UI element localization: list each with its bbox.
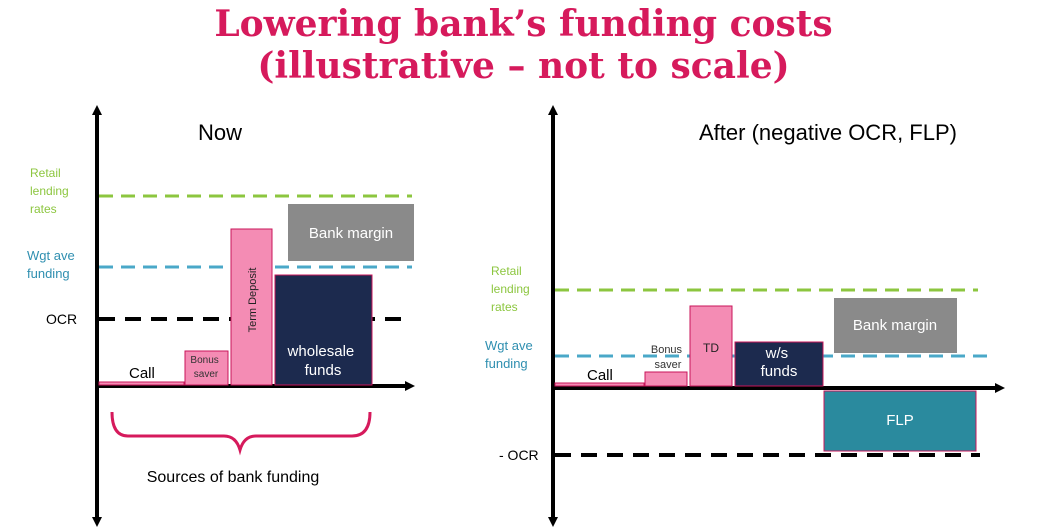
after-bank-margin-label: Bank margin (853, 317, 937, 334)
after-call-label: Call (587, 367, 613, 384)
after-panel: After (negative OCR, FLP) Retail lending… (485, 105, 1005, 527)
svg-text:Bonus saver: Bonus saver (651, 344, 685, 371)
now-bank-margin-label: Bank margin (309, 225, 393, 242)
after-ws-label-2: funds (761, 363, 798, 380)
svg-text:w/s funds: w/s funds (761, 345, 798, 380)
svg-text:Wgt ave funding: Wgt ave funding (27, 248, 78, 281)
after-call-bar (554, 382, 645, 387)
now-wgt-label-2: funding (27, 266, 70, 281)
after-retail-label-1: Retail (491, 264, 522, 278)
page-subtitle: (illustrative – not to scale) (257, 45, 790, 87)
after-wgt-label-2: funding (485, 356, 528, 371)
now-term-deposit-label: Term Deposit (247, 268, 259, 333)
now-ocr-label: OCR (46, 311, 77, 327)
now-sources-brace (110, 411, 372, 456)
now-retail-label-3: rates (30, 202, 57, 216)
now-bonus-label-1: Bonus (190, 355, 218, 366)
after-ws-label-1: w/s (765, 345, 789, 362)
after-bonus-saver-bar (644, 371, 688, 387)
after-retail-label-3: rates (491, 300, 518, 314)
now-bonus-saver-bar (184, 350, 229, 386)
after-wgt-label-1: Wgt ave (485, 338, 533, 353)
now-panel: Now Retail lending rates Wgt ave funding… (27, 105, 415, 527)
page-title: Lowering bank’s funding costs (214, 3, 833, 45)
now-heading: Now (198, 120, 242, 145)
now-bonus-label-2: saver (194, 369, 219, 380)
now-wgt-label-1: Wgt ave (27, 248, 75, 263)
svg-text:Retail lending rat: Retail lending rates (491, 264, 533, 314)
now-wholesale-label-1: wholesale (287, 343, 355, 360)
after-ocr-label: - OCR (499, 447, 539, 463)
after-retail-label-2: lending (491, 282, 530, 296)
now-call-label: Call (129, 365, 155, 382)
after-bonus-label-2: saver (655, 359, 682, 371)
now-bank-margin-box (288, 204, 414, 261)
now-term-deposit-bar (230, 228, 273, 386)
now-wholesale-label-2: funds (305, 362, 342, 379)
after-heading: After (negative OCR, FLP) (699, 120, 957, 145)
now-wholesale-bar (274, 274, 373, 386)
svg-text:Wgt ave funding: Wgt ave funding (485, 338, 536, 371)
svg-text:wholesale funds: wholesale funds (287, 343, 359, 379)
after-flp-label: FLP (886, 412, 914, 429)
now-retail-label-1: Retail (30, 166, 61, 180)
after-bank-margin-box (834, 298, 957, 353)
svg-text:Retail lending rat: Retail lending rates (30, 166, 72, 216)
after-ws-funds-bar (734, 341, 824, 387)
now-sources-label: Sources of bank funding (147, 469, 320, 486)
after-bonus-label-1: Bonus (651, 344, 683, 356)
after-td-label: TD (703, 341, 719, 355)
after-flp-bar (823, 390, 977, 452)
now-retail-label-2: lending (30, 184, 69, 198)
svg-text:Bonus saver: Bonus saver (190, 355, 221, 380)
now-call-bar (98, 381, 185, 386)
after-td-bar (689, 305, 733, 387)
